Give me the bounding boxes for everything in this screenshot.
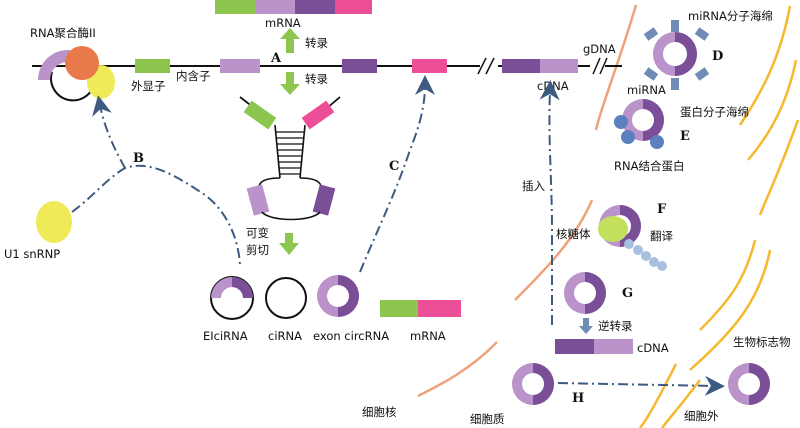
- rna-pol-label: RNA聚合酶II: [30, 26, 96, 40]
- u1-label: U1 snRNP: [4, 247, 60, 261]
- cytoplasm-circrna-icon: [512, 363, 554, 405]
- ribosome-label: 核糖体: [556, 227, 591, 241]
- arrow-down-splice-icon: [279, 233, 299, 255]
- extracellular-label: 细胞外: [684, 409, 719, 423]
- arrow-up-icon: [280, 28, 300, 53]
- letter-d: D: [712, 49, 723, 64]
- path-insert: [539, 80, 560, 325]
- letter-c: C: [389, 159, 399, 174]
- elcirna-label: EIciRNA: [203, 329, 248, 343]
- arrow-down-icon: [280, 72, 300, 95]
- path-c: [359, 75, 435, 273]
- reverse-transcription-circrna-icon: [564, 272, 606, 314]
- rna-polymerase-complex: [37, 46, 115, 102]
- alt-splice-label-2: 剪切: [246, 243, 269, 257]
- cdna-bottom-bar: [555, 339, 633, 354]
- letter-b: B: [133, 151, 144, 166]
- cytoplasm-label: 细胞质: [470, 412, 505, 426]
- arrow-down-rt-icon: [579, 318, 593, 334]
- transcribe-label-2: 转录: [305, 72, 328, 86]
- reverse-transcribe-label: 逆转录: [598, 319, 633, 333]
- letter-f: F: [657, 202, 667, 217]
- nucleus-label: 细胞核: [362, 405, 397, 419]
- letter-e: E: [680, 129, 690, 144]
- path-b-to-pol: [92, 95, 126, 169]
- letter-a: A: [270, 51, 282, 66]
- u1-snrnp-particle: [36, 201, 72, 243]
- exon-block-pink: [412, 59, 447, 73]
- mrna-bottom-bar: [380, 300, 461, 317]
- letter-h: H: [572, 391, 584, 406]
- translate-label: 翻译: [650, 229, 673, 243]
- nuclear-membrane: [417, 4, 638, 398]
- exon-label: 外显子: [131, 79, 166, 93]
- protein-sponge-icon: [614, 99, 664, 149]
- protein-sponge-label: 蛋白分子海绵: [680, 105, 749, 119]
- cdna-insert-dark: [502, 59, 540, 73]
- biomarker-label: 生物标志物: [733, 335, 791, 349]
- elcirna-icon: [210, 276, 254, 320]
- biomarker-circrna-icon: [728, 363, 770, 405]
- path-h: [557, 375, 725, 396]
- insert-label: 插入: [522, 179, 545, 193]
- intron-label: 内含子: [176, 69, 211, 83]
- mrna-top-bar: [215, 0, 372, 14]
- cell-membrane: [639, 5, 800, 428]
- mirna-label: miRNA: [627, 83, 666, 97]
- letter-g: G: [622, 286, 633, 301]
- rbp-label: RNA结合蛋白: [614, 159, 684, 173]
- mrna-top-label: mRNA: [265, 16, 301, 30]
- cirna-icon: [265, 277, 307, 319]
- gdna-label: gDNA: [583, 42, 616, 56]
- cdna-top-label: cDNA: [537, 79, 569, 93]
- exon-circrna-icon: [317, 275, 359, 317]
- ribosome-translation-icon: [598, 205, 667, 271]
- intron-block: [220, 59, 260, 73]
- cdna-insert-light: [540, 59, 578, 73]
- cirna-label: ciRNA: [268, 329, 302, 343]
- mrna-bottom-label: mRNA: [410, 329, 446, 343]
- lariat-structure: [239, 96, 341, 221]
- exon-block-purple: [342, 59, 377, 73]
- alt-splice-label-1: 可变: [246, 226, 269, 240]
- mirna-sponge-icon: [643, 20, 710, 90]
- exon-block: [135, 59, 170, 73]
- path-b-to-elcirna: [71, 164, 241, 266]
- mirna-sponge-label: miRNA分子海绵: [688, 9, 773, 23]
- cdna-bottom-label: cDNA: [637, 341, 669, 355]
- exon-circrna-label: exon circRNA: [313, 329, 389, 343]
- transcribe-label-1: 转录: [305, 36, 328, 50]
